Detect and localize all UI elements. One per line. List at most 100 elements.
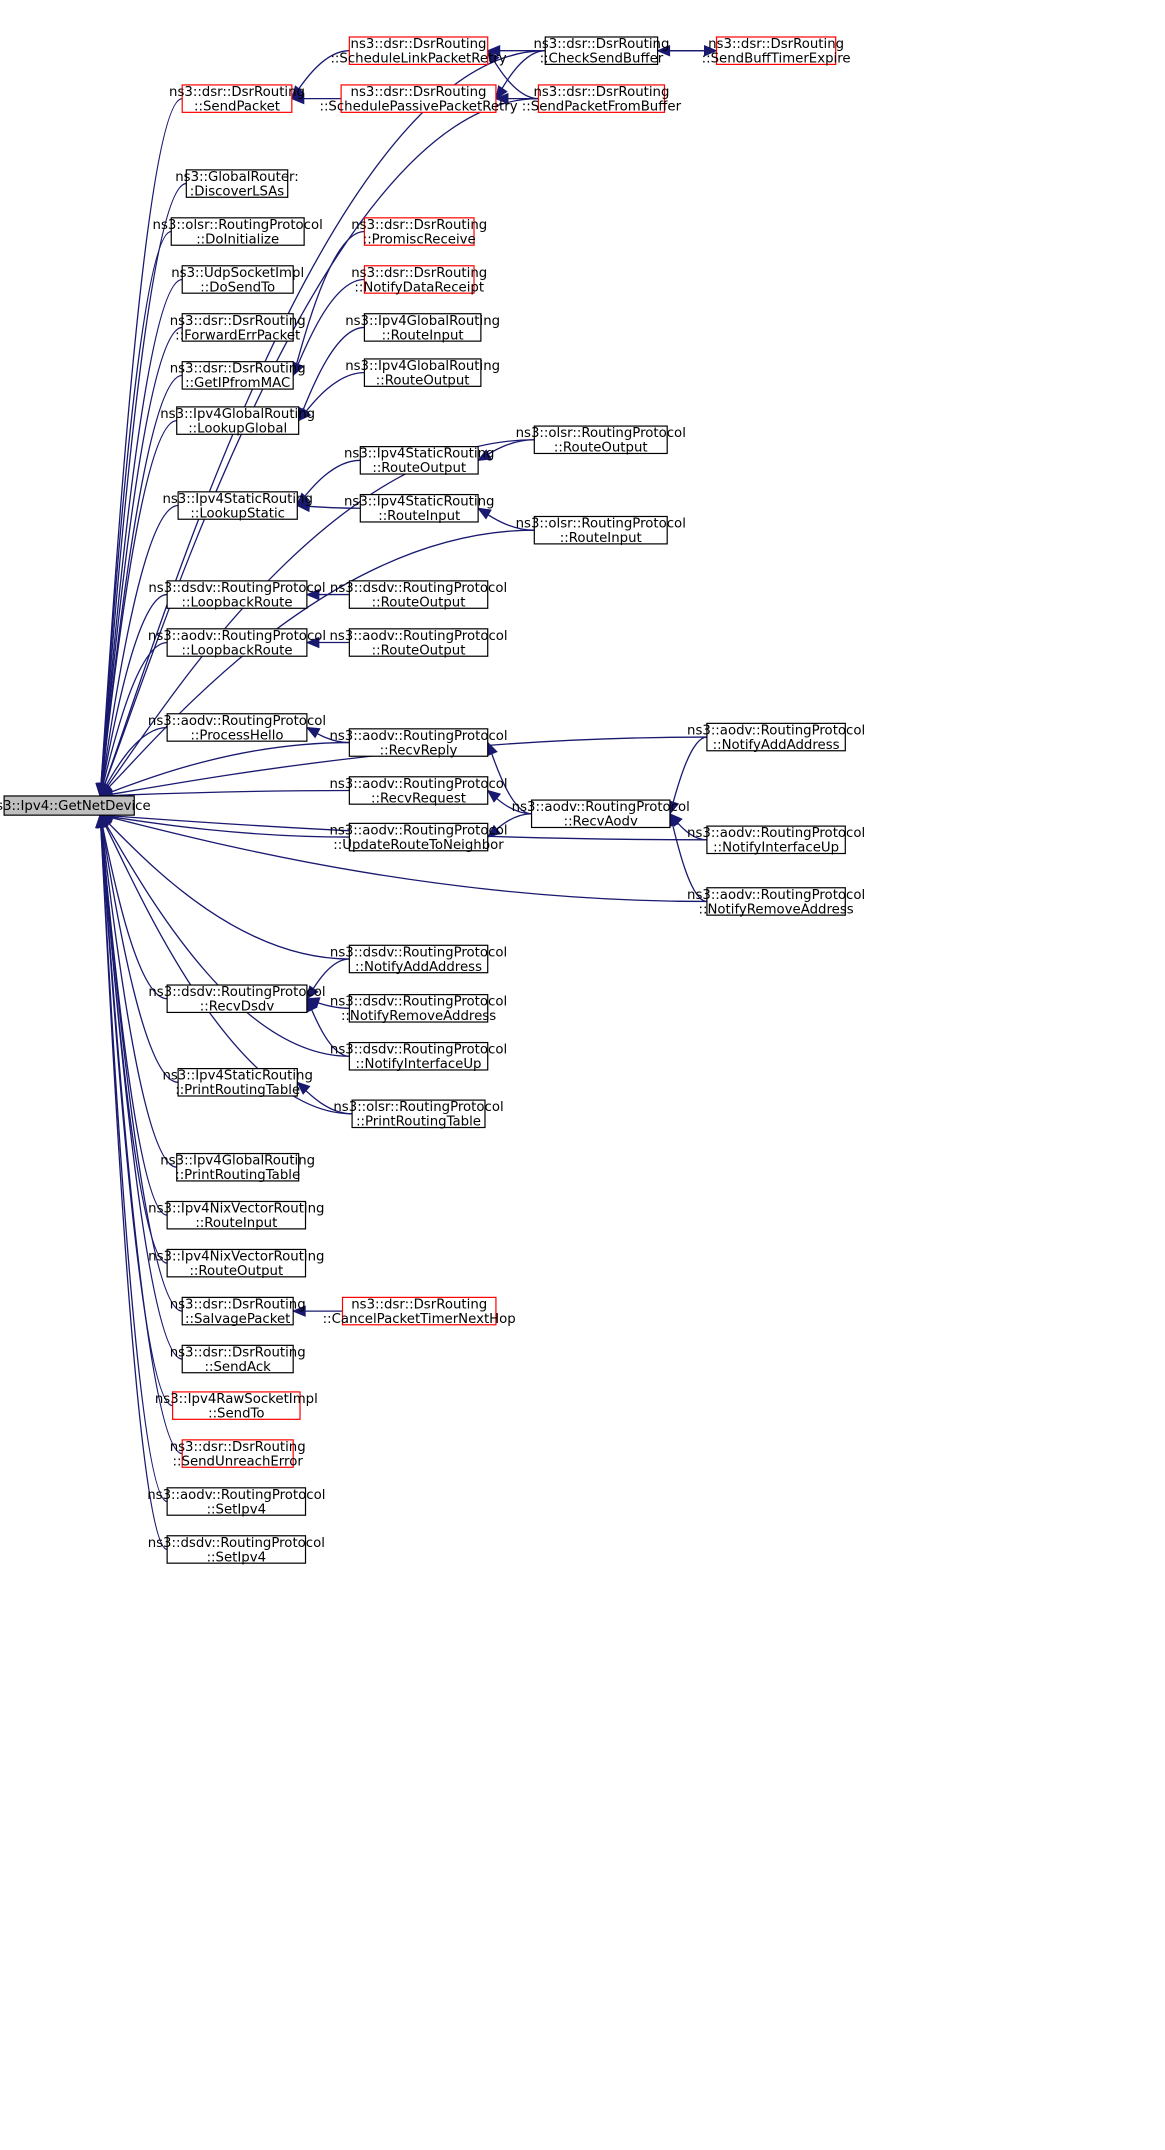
node-globalrouteinput[interactable]: ns3::Ipv4GlobalRouting::RouteInput [345, 313, 500, 344]
node-box [166, 628, 308, 657]
node-box [348, 944, 489, 974]
node-discoverlsas[interactable]: ns3::GlobalRouter::DiscoverLSAs [175, 169, 299, 200]
node-label-method: ::PrintRoutingTable [175, 1083, 300, 1098]
node-recvrequest[interactable]: ns3::aodv::RoutingProtocol::RecvRequest [329, 776, 508, 807]
node-schedpassive[interactable]: ns3::dsr::DsrRouting::SchedulePassivePac… [319, 84, 518, 115]
node-label-method: ::LoopbackRoute [181, 643, 292, 658]
node-globalrouteoutput[interactable]: ns3::Ipv4GlobalRouting::RouteOutput [345, 358, 500, 389]
node-label-namespace: ns3::Ipv4GlobalRouting [160, 407, 315, 422]
node-cancelpkttimer[interactable]: ns3::dsr::DsrRouting::CancelPacketTimerN… [323, 1296, 516, 1327]
edge-dsdvsetipv4-to-root [99, 815, 168, 1551]
node-staticrouteinput[interactable]: ns3::Ipv4StaticRouting::RouteInput [344, 493, 494, 525]
arrowhead-globalrouteoutput-to-lookupglobal [297, 407, 312, 422]
node-box [348, 728, 489, 757]
arrowhead-dsdvrouteoutput-to-dsdvloopback [305, 588, 320, 601]
edge-aodvnotifyup-to-root [100, 814, 707, 841]
node-olsrprint[interactable]: ns3::olsr::RoutingProtocol::PrintRouting… [333, 1099, 504, 1130]
node-aodvnotifyadd[interactable]: ns3::aodv::RoutingProtocol::NotifyAddAdd… [687, 722, 865, 753]
node-updateroute[interactable]: ns3::aodv::RoutingProtocol::UpdateRouteT… [329, 822, 508, 853]
node-recvaodv[interactable]: ns3::aodv::RoutingProtocol::RecvAodv [512, 799, 690, 830]
node-olsrrouteinput[interactable]: ns3::olsr::RoutingProtocol::RouteInput [516, 515, 686, 546]
node-dsdvnotifyremove[interactable]: ns3::dsdv::RoutingProtocol::NotifyRemove… [330, 994, 507, 1025]
node-label-method: ::CheckSendBuffer [540, 52, 664, 67]
node-label-namespace: ns3::aodv::RoutingProtocol [329, 777, 507, 792]
arrowhead-schedlink-to-sendpacket [290, 85, 305, 100]
node-label-namespace: ns3::dsr::DsrRouting [170, 1345, 306, 1360]
node-label-method: ::PrintRoutingTable [356, 1115, 481, 1130]
node-dsdvnotifyup[interactable]: ns3::dsdv::RoutingProtocol::NotifyInterf… [330, 1041, 507, 1073]
node-label-namespace: ns3::dsr::DsrRouting [708, 37, 844, 52]
node-box [166, 984, 308, 1014]
node-nixrouteinput[interactable]: ns3::Ipv4NixVectorRouting::RouteInput [148, 1200, 324, 1231]
node-label-method: ::SalvagePacket [185, 1312, 290, 1327]
node-salvage[interactable]: ns3::dsr::DsrRouting::SalvagePacket [170, 1296, 306, 1327]
node-sendunreach[interactable]: ns3::dsr::DsrRouting::SendUnreachError [170, 1439, 306, 1470]
node-nixrouteoutput[interactable]: ns3::Ipv4NixVectorRouting::RouteOutput [148, 1248, 324, 1279]
node-label-namespace: ns3::dsr::DsrRouting [351, 1297, 487, 1312]
node-label-method: ::ProcessHello [190, 728, 283, 743]
node-rawsendto[interactable]: ns3::Ipv4RawSocketImpl::SendTo [155, 1391, 318, 1422]
node-aodvsetipv4[interactable]: ns3::aodv::RoutingProtocol::SetIpv4 [147, 1487, 325, 1518]
node-sendpacket[interactable]: ns3::dsr::DsrRouting::SendPacket [169, 84, 305, 115]
node-box [348, 822, 489, 852]
node-label-namespace: ns3::dsr::DsrRouting [170, 314, 306, 329]
node-olsrdoinit[interactable]: ns3::olsr::RoutingProtocol::DoInitialize [153, 217, 323, 248]
node-label-namespace: ns3::aodv::RoutingProtocol [687, 888, 865, 903]
edge-promiscreceive-to-getipfrommac [292, 230, 365, 376]
node-dsdvsetipv4[interactable]: ns3::dsdv::RoutingProtocol::SetIpv4 [148, 1535, 325, 1566]
node-label-namespace: ns3::Ipv4StaticRouting [162, 492, 312, 507]
node-label-namespace: ns3::Ipv4GlobalRouting [345, 359, 500, 374]
node-label-namespace: ns3::olsr::RoutingProtocol [333, 1100, 503, 1115]
node-label-namespace: ns3::aodv::RoutingProtocol [329, 729, 507, 744]
arrowhead-staticrouteinput-to-lookupstatic [295, 500, 311, 513]
node-box [533, 425, 668, 455]
node-staticprint[interactable]: ns3::Ipv4StaticRouting::PrintRoutingTabl… [162, 1067, 313, 1099]
node-olsrrouteoutput[interactable]: ns3::olsr::RoutingProtocol::RouteOutput [516, 425, 686, 456]
node-label-namespace: ns3::Ipv4::GetNetDevice [0, 799, 151, 814]
node-box [181, 84, 293, 113]
node-checksendbuffer[interactable]: ns3::dsr::DsrRouting::CheckSendBuffer [533, 36, 669, 67]
node-sendpktbuffer[interactable]: ns3::dsr::DsrRouting::SendPacketFromBuff… [522, 84, 682, 115]
node-aodvnotifyup[interactable]: ns3::aodv::RoutingProtocol::NotifyInterf… [687, 825, 865, 856]
node-label-method: ::SchedulePassivePacketRetry [319, 99, 517, 114]
node-label-method: ::SetIpv4 [207, 1550, 267, 1565]
node-notifydatareceipt[interactable]: ns3::dsr::DsrRouting::NotifyDataReceipt [351, 265, 487, 296]
node-label-namespace: ns3::Ipv4StaticRouting [344, 447, 494, 462]
node-box [177, 1067, 298, 1097]
node-dsdvloopback[interactable]: ns3::dsdv::RoutingProtocol::LoopbackRout… [148, 580, 326, 611]
node-root[interactable]: ns3::Ipv4::GetNetDevice [0, 795, 151, 816]
node-label-method: ::RouteOutput [372, 643, 466, 658]
node-aodvnotifyremove[interactable]: ns3::aodv::RoutingProtocol::NotifyRemove… [687, 887, 865, 918]
node-aodvloopback[interactable]: ns3::aodv::RoutingProtocol::LoopbackRout… [148, 628, 326, 659]
node-label-namespace: ns3::Ipv4GlobalRouting [345, 314, 500, 329]
node-label-namespace: ns3::dsr::DsrRouting [170, 1440, 306, 1455]
node-label-namespace: ns3::dsr::DsrRouting [351, 266, 487, 281]
node-udpdosendto[interactable]: ns3::UdpSocketImpl::DoSendTo [171, 265, 304, 296]
node-recvdsdv[interactable]: ns3::dsdv::RoutingProtocol::RecvDsdv [148, 984, 326, 1015]
arrowhead-recvaodv-to-updateroute [486, 824, 502, 838]
node-getipfrommac[interactable]: ns3::dsr::DsrRouting::GetIPfromMAC [170, 361, 306, 392]
node-dsdvrouteoutput[interactable]: ns3::dsdv::RoutingProtocol::RouteOutput [330, 580, 507, 611]
edge-dsdvloopback-to-root [99, 593, 168, 797]
node-label-namespace: ns3::dsr::DsrRouting [170, 1297, 306, 1312]
node-label-namespace: ns3::aodv::RoutingProtocol [512, 800, 690, 815]
node-box [348, 580, 489, 609]
node-promiscreceive[interactable]: ns3::dsr::DsrRouting::PromiscReceive [351, 217, 487, 248]
node-processhello[interactable]: ns3::aodv::RoutingProtocol::ProcessHello [148, 713, 326, 744]
node-recvreply[interactable]: ns3::aodv::RoutingProtocol::RecvReply [329, 728, 508, 759]
node-staticrouteoutput[interactable]: ns3::Ipv4StaticRouting::RouteOutput [344, 446, 494, 477]
node-aodvrouteoutput[interactable]: ns3::aodv::RoutingProtocol::RouteOutput [329, 628, 508, 659]
node-sendbufftimer[interactable]: ns3::dsr::DsrRouting::SendBuffTimerExpir… [702, 36, 851, 67]
node-globalprint[interactable]: ns3::Ipv4GlobalRouting::PrintRoutingTabl… [160, 1152, 315, 1184]
node-lookupstatic[interactable]: ns3::Ipv4StaticRouting::LookupStatic [162, 491, 313, 522]
node-lookupglobal[interactable]: ns3::Ipv4GlobalRouting::LookupGlobal [160, 406, 315, 437]
node-label-method: ::UpdateRouteToNeighbor [333, 838, 504, 853]
node-schedlink[interactable]: ns3::dsr::DsrRouting::ScheduleLinkPacket… [330, 36, 507, 67]
node-forwarderr[interactable]: ns3::dsr::DsrRouting::ForwardErrPacket [170, 313, 306, 344]
node-dsdvnotifyadd[interactable]: ns3::dsdv::RoutingProtocol::NotifyAddAdd… [330, 944, 507, 975]
node-label-method: ::RecvReply [380, 743, 458, 758]
arrowhead-dsdvsetipv4-to-root [95, 813, 107, 828]
node-sendack[interactable]: ns3::dsr::DsrRouting::SendAck [170, 1344, 306, 1375]
node-box [348, 36, 489, 65]
